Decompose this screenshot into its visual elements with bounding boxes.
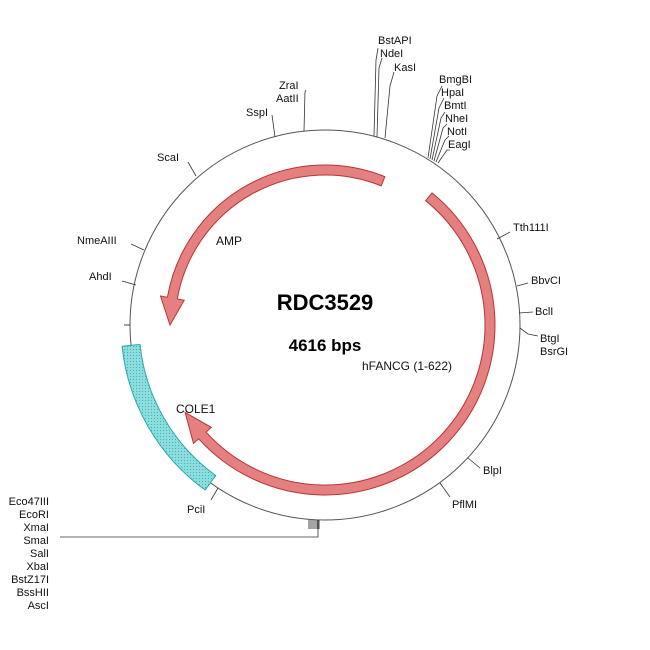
amp-feature-label: AMP: [216, 234, 242, 248]
cole1-feature-block[interactable]: [121, 343, 217, 491]
site-label-bbvci[interactable]: BbvCI: [531, 275, 561, 287]
plasmid-name: RDC3529: [277, 290, 374, 315]
site-label-bsshii[interactable]: BssHII: [17, 587, 49, 599]
site-label-nhei[interactable]: NheI: [445, 113, 468, 125]
site-label-eco47iii[interactable]: Eco47III: [9, 496, 49, 508]
hfancg-feature-arrow[interactable]: [184, 192, 496, 496]
hfancg-feature-label: hFANCG (1-622): [362, 359, 452, 373]
site-label-aatii[interactable]: AatII: [276, 93, 299, 105]
site-label-bstz17i[interactable]: BstZ17I: [11, 574, 49, 586]
plasmid-size: 4616 bps: [289, 336, 362, 355]
site-tick-marks: [124, 324, 320, 529]
site-label-sspi[interactable]: SspI: [246, 107, 268, 119]
site-label-ecori[interactable]: EcoRI: [19, 509, 49, 521]
site-label-bmti[interactable]: BmtI: [444, 100, 467, 112]
site-label-bmgbi[interactable]: BmgBI: [439, 74, 472, 86]
site-label-kasi[interactable]: KasI: [394, 62, 416, 74]
site-label-tth111i[interactable]: Tth111I: [513, 222, 549, 234]
site-label-zrai[interactable]: ZraI: [279, 80, 299, 92]
site-label-ndei[interactable]: NdeI: [380, 48, 403, 60]
site-label-noti[interactable]: NotI: [447, 126, 467, 138]
site-label-bsrgi[interactable]: BsrGI: [540, 346, 568, 358]
site-leader-lines: [60, 47, 539, 538]
cole1-feature-label: COLE1: [176, 402, 216, 416]
site-label-smai[interactable]: SmaI: [23, 535, 49, 547]
site-label-nmeaiii[interactable]: NmeAIII: [77, 235, 117, 247]
site-label-pflmi[interactable]: PflMI: [452, 499, 477, 511]
site-label-xmai[interactable]: XmaI: [23, 522, 49, 534]
site-label-btgi[interactable]: BtgI: [540, 333, 560, 345]
restriction-site-labels: BstAPI NdeI KasI BmgBI HpaI BmtI NheI No…: [9, 35, 568, 612]
site-label-ahdi[interactable]: AhdI: [89, 271, 112, 283]
site-label-xbai[interactable]: XbaI: [26, 561, 49, 573]
site-label-eagi[interactable]: EagI: [448, 139, 471, 151]
site-label-blpi[interactable]: BlpI: [483, 465, 502, 477]
amp-feature-arrow[interactable]: [159, 164, 386, 327]
site-label-pcii[interactable]: PciI: [187, 504, 205, 516]
site-label-hpai[interactable]: HpaI: [441, 87, 464, 99]
site-label-bcli[interactable]: BclI: [535, 306, 553, 318]
site-label-bstapi[interactable]: BstAPI: [378, 35, 412, 47]
site-label-sali[interactable]: SalI: [30, 548, 49, 560]
site-label-asci[interactable]: AscI: [28, 600, 49, 612]
site-label-scai[interactable]: ScaI: [157, 152, 179, 164]
